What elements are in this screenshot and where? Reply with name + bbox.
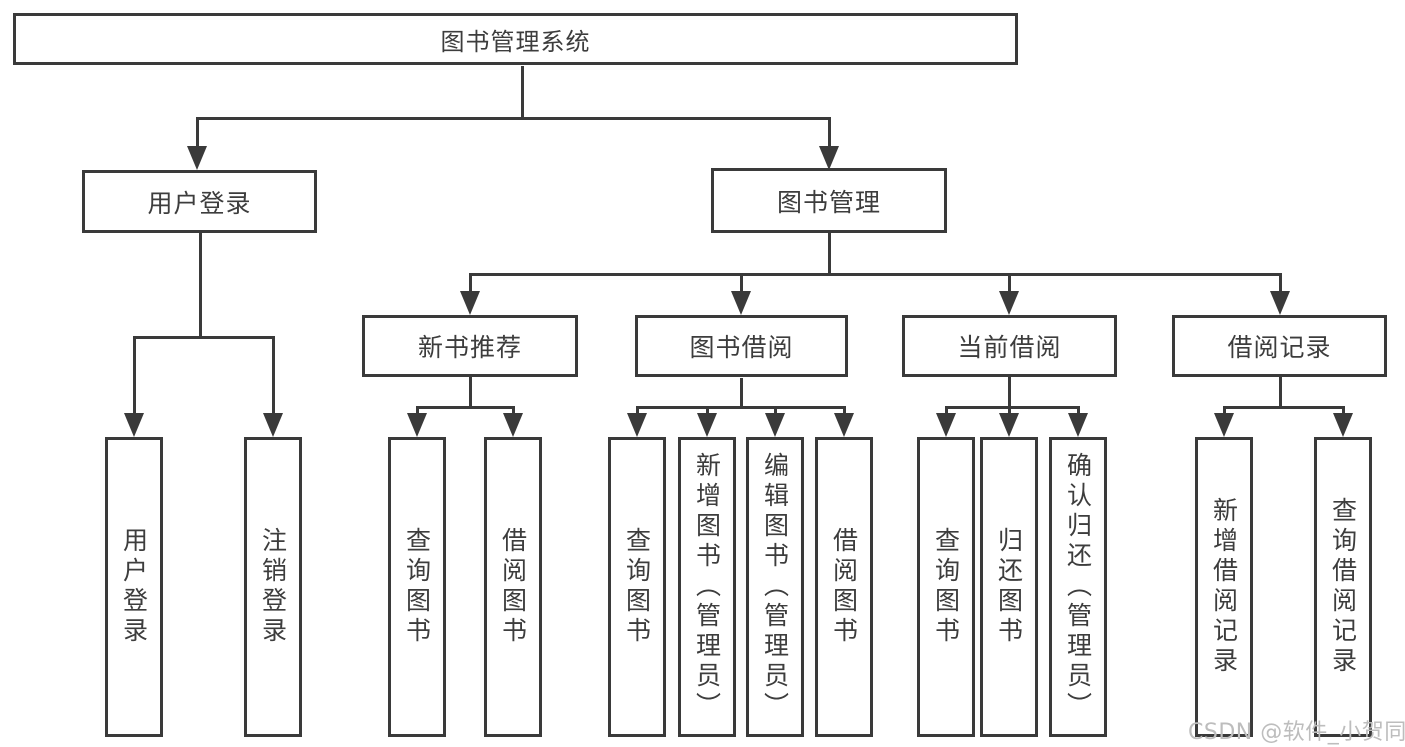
connector-line	[468, 273, 1282, 276]
connector-line	[1076, 406, 1080, 417]
node-label: 查询图书	[402, 527, 432, 647]
connector-line	[1007, 406, 1011, 417]
arrow-down-icon	[503, 413, 523, 437]
connector-line	[1341, 406, 1345, 417]
node-label: 图书管理	[776, 187, 881, 217]
node-label: 注销登录	[258, 527, 288, 647]
leaf-borrow-books-1: 借阅图书	[484, 437, 542, 737]
leaf-return-books: 归还图书	[980, 437, 1038, 737]
node-book-management: 图书管理	[711, 168, 947, 233]
connector-line	[944, 406, 1080, 409]
connector-line	[132, 336, 136, 417]
leaf-query-books-2: 查询图书	[608, 437, 666, 737]
connector-line	[1278, 273, 1282, 295]
csdn-watermark: CSDN @软件_小贺同学	[1188, 720, 1405, 745]
node-label: 新书推荐	[417, 333, 522, 362]
connector-line	[271, 336, 275, 417]
leaf-edit-books-admin: 编辑图书（管理员）	[746, 437, 804, 737]
arrow-down-icon	[1214, 413, 1234, 437]
arrow-down-icon	[124, 413, 144, 437]
node-label: 新增借阅记录	[1209, 497, 1239, 677]
leaf-add-books-admin: 新增图书（管理员）	[678, 437, 736, 737]
connector-line	[1278, 376, 1282, 409]
connector-line	[635, 406, 846, 409]
node-user-login: 用户登录	[82, 170, 317, 233]
node-label: 借阅记录	[1227, 333, 1332, 362]
node-label: 编辑图书（管理员）	[760, 452, 790, 722]
node-label: 当前借阅	[957, 333, 1062, 362]
arrow-down-icon	[999, 291, 1019, 315]
connector-line	[739, 378, 743, 409]
arrow-down-icon	[460, 291, 480, 315]
node-label: 归还图书	[994, 527, 1024, 647]
node-label: 借阅图书	[829, 527, 859, 647]
arrow-down-icon	[1333, 413, 1353, 437]
node-label: 图书管理系统	[440, 27, 591, 56]
node-label: 查询图书	[622, 527, 652, 647]
connector-line	[198, 233, 202, 339]
connector-line	[1222, 406, 1345, 409]
arrow-down-icon	[187, 146, 207, 170]
arrow-down-icon	[697, 413, 717, 437]
node-label: 新增图书（管理员）	[692, 452, 722, 722]
arrow-down-icon	[765, 413, 785, 437]
connector-line	[739, 273, 743, 295]
node-book-borrowing: 图书借阅	[635, 315, 848, 377]
connector-line	[944, 406, 948, 417]
connector-line	[635, 406, 639, 417]
connector-line	[773, 406, 777, 417]
node-label: 确认归还（管理员）	[1063, 452, 1093, 722]
connector-line	[1007, 377, 1011, 409]
connector-line	[511, 406, 515, 417]
connector-line	[705, 406, 709, 417]
connector-line	[827, 117, 831, 150]
arrow-down-icon	[819, 146, 839, 170]
connector-line	[842, 406, 846, 417]
leaf-query-books-1: 查询图书	[388, 437, 446, 737]
node-library-management-system: 图书管理系统	[13, 13, 1018, 65]
node-current-borrowing: 当前借阅	[902, 315, 1117, 377]
arrow-down-icon	[263, 413, 283, 437]
connector-line	[415, 406, 515, 409]
connector-line	[1222, 406, 1226, 417]
arrow-down-icon	[627, 413, 647, 437]
node-label: 查询借阅记录	[1328, 497, 1358, 677]
connector-line	[415, 406, 419, 417]
connector-line	[132, 336, 275, 339]
arrow-down-icon	[834, 413, 854, 437]
connector-line	[1007, 273, 1011, 295]
arrow-down-icon	[999, 413, 1019, 437]
connector-line	[195, 117, 831, 120]
arrow-down-icon	[1270, 291, 1290, 315]
node-label: 借阅图书	[498, 527, 528, 647]
leaf-query-borrow-record: 查询借阅记录	[1314, 437, 1372, 737]
connector-line	[195, 117, 199, 150]
connector-line	[468, 377, 472, 409]
leaf-query-books-3: 查询图书	[917, 437, 975, 737]
arrow-down-icon	[1068, 413, 1088, 437]
arrow-down-icon	[936, 413, 956, 437]
arrow-down-icon	[731, 291, 751, 315]
connector-line	[520, 66, 524, 120]
node-label: 查询图书	[931, 527, 961, 647]
leaf-user-login: 用户登录	[105, 437, 163, 737]
arrow-down-icon	[407, 413, 427, 437]
connector-line	[468, 273, 472, 295]
connector-line	[827, 233, 831, 276]
node-borrowing-records: 借阅记录	[1172, 315, 1387, 377]
node-label: 用户登录	[147, 188, 252, 218]
node-label: 用户登录	[119, 527, 149, 647]
leaf-add-borrow-record: 新增借阅记录	[1195, 437, 1253, 737]
leaf-borrow-books-2: 借阅图书	[815, 437, 873, 737]
node-new-book-recommendation: 新书推荐	[362, 315, 578, 377]
leaf-confirm-return-admin: 确认归还（管理员）	[1049, 437, 1107, 737]
leaf-logout: 注销登录	[244, 437, 302, 737]
node-label: 图书借阅	[689, 333, 794, 362]
